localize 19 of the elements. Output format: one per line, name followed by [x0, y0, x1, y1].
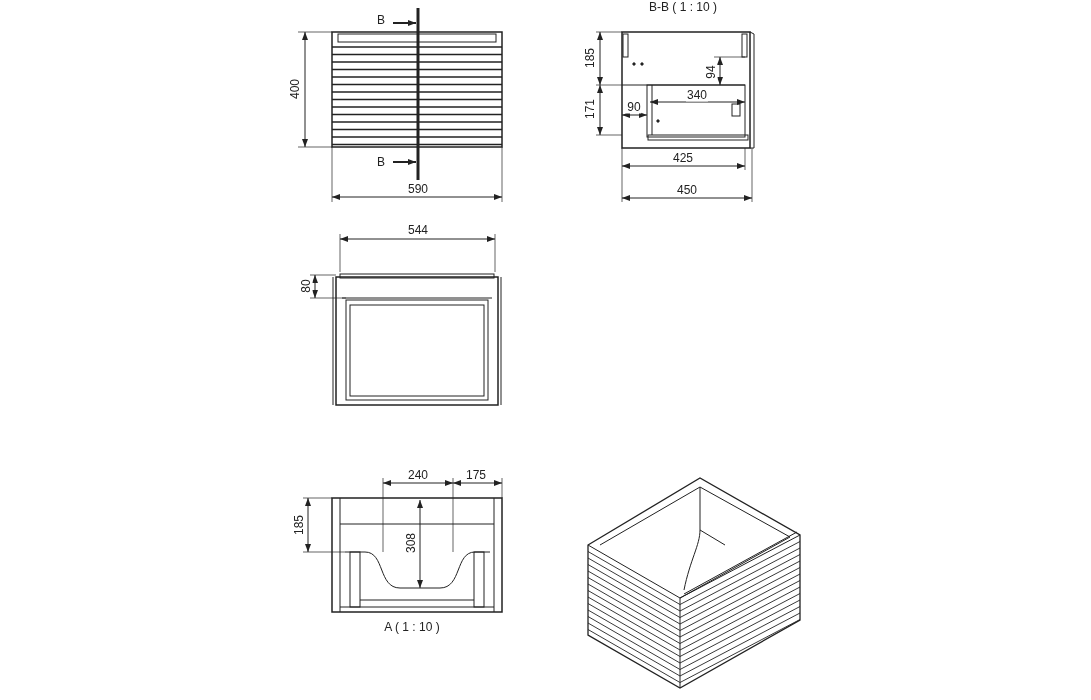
section-letter: B [376, 155, 386, 169]
dimension-label: 590 [407, 182, 429, 196]
dimension-label: 94 [704, 64, 718, 80]
dimension-label: 340 [686, 88, 708, 102]
dimension-label: 544 [407, 223, 429, 237]
dimension-label: 240 [407, 468, 429, 482]
view-title: A ( 1 : 10 ) [383, 620, 441, 634]
dimension-label: 90 [626, 100, 642, 114]
dimension-label: 185 [292, 514, 306, 536]
dimension-label: 171 [583, 98, 597, 120]
dimension-label: 308 [404, 532, 418, 554]
section-letter: B [376, 13, 386, 27]
dimension-label: 80 [299, 278, 313, 294]
dimension-label: 425 [672, 151, 694, 165]
dimension-label: 175 [465, 468, 487, 482]
view-title: B-B ( 1 : 10 ) [648, 0, 718, 14]
dimension-label: 185 [583, 47, 597, 69]
dimension-label: 400 [288, 78, 302, 100]
dimension-label: 450 [676, 183, 698, 197]
